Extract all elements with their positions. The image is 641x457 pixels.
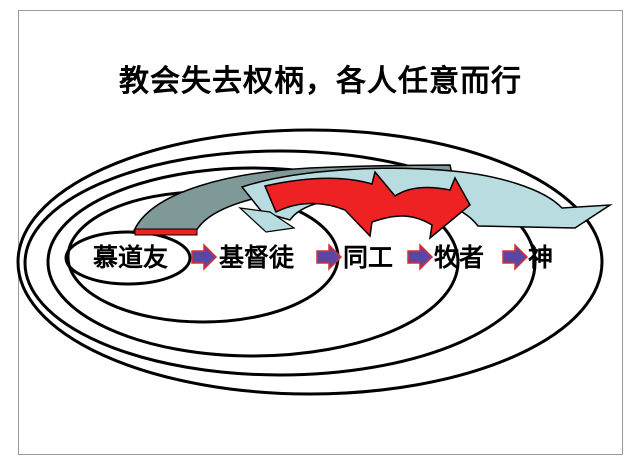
connector-arrows	[191, 243, 529, 271]
ring-coworker	[46, 166, 460, 358]
connector-arrow	[191, 243, 218, 271]
connector-arrow	[502, 243, 529, 271]
label-god: 神	[528, 243, 553, 272]
connector-arrow	[407, 243, 434, 271]
label-coworker: 同工	[343, 243, 393, 272]
label-christian: 基督徒	[219, 243, 295, 272]
connector-arrow	[316, 243, 343, 271]
arrow-light-tip	[238, 207, 296, 233]
ring-seeker	[64, 230, 192, 286]
slide-title: 教会失去权柄，各人任意而行	[119, 64, 522, 99]
arrow-slate-base	[134, 228, 198, 236]
label-pastor: 牧者	[434, 243, 484, 272]
ring-god	[16, 128, 604, 396]
slide-frame	[18, 10, 623, 455]
label-seeker: 慕道友	[93, 243, 168, 272]
arrow-red	[263, 170, 471, 240]
ring-pastor	[23, 149, 537, 377]
